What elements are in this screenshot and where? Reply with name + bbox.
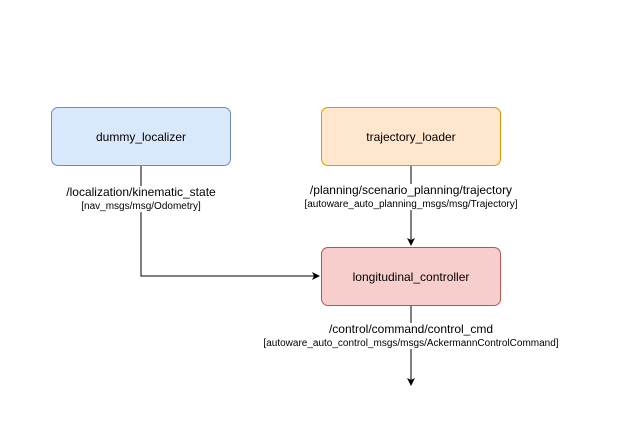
edge-trajectory-label: /planning/scenario_planning/trajectory [… [303,183,519,210]
edge-control-label: /control/command/control_cmd [autoware_a… [262,322,560,349]
edge-localization-line [140,166,320,280]
edge-control-msg-type: [autoware_auto_control_msgs/msgs/Ackerma… [263,338,559,349]
edge-control-topic: /control/command/control_cmd [328,322,494,336]
node-trajectory-loader: trajectory_loader [321,107,501,166]
edge-localization-topic: /localization/kinematic_state [66,185,216,199]
node-dummy-localizer: dummy_localizer [51,107,231,166]
edge-localization-msg-type: [nav_msgs/msg/Odometry] [81,201,201,212]
node-dummy-localizer-label: dummy_localizer [95,129,187,144]
node-trajectory-loader-label: trajectory_loader [366,129,456,144]
node-longitudinal-controller-label: longitudinal_controller [352,269,470,284]
edge-trajectory-topic: /planning/scenario_planning/trajectory [309,183,513,197]
edge-localization-label: /localization/kinematic_state [nav_msgs/… [65,185,217,212]
node-longitudinal-controller: longitudinal_controller [321,247,501,306]
edge-trajectory-msg-type: [autoware_auto_planning_msgs/msg/Traject… [304,199,518,210]
